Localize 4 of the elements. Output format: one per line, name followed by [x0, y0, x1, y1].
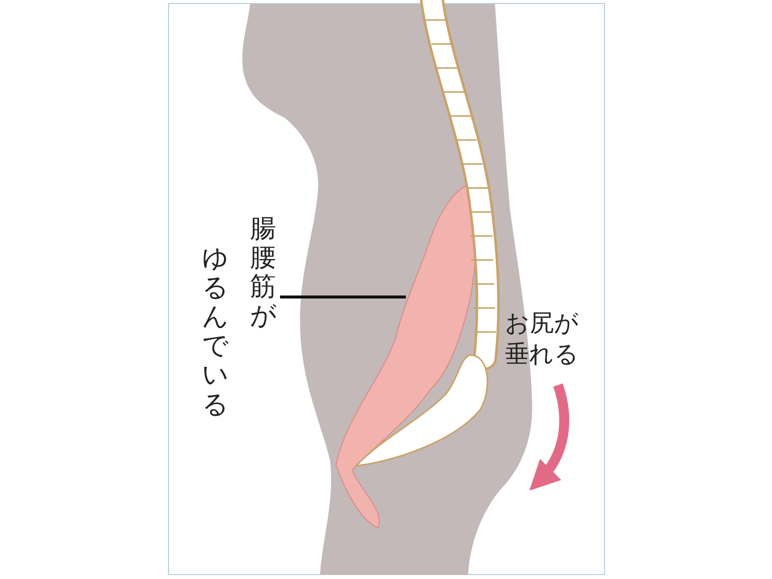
vertical-label: 腸腰筋がゆるんでいる: [202, 215, 276, 420]
muscle-drawing: [336, 184, 476, 528]
leader-line: [280, 296, 406, 298]
caption-text: お尻が垂れる: [505, 308, 580, 370]
